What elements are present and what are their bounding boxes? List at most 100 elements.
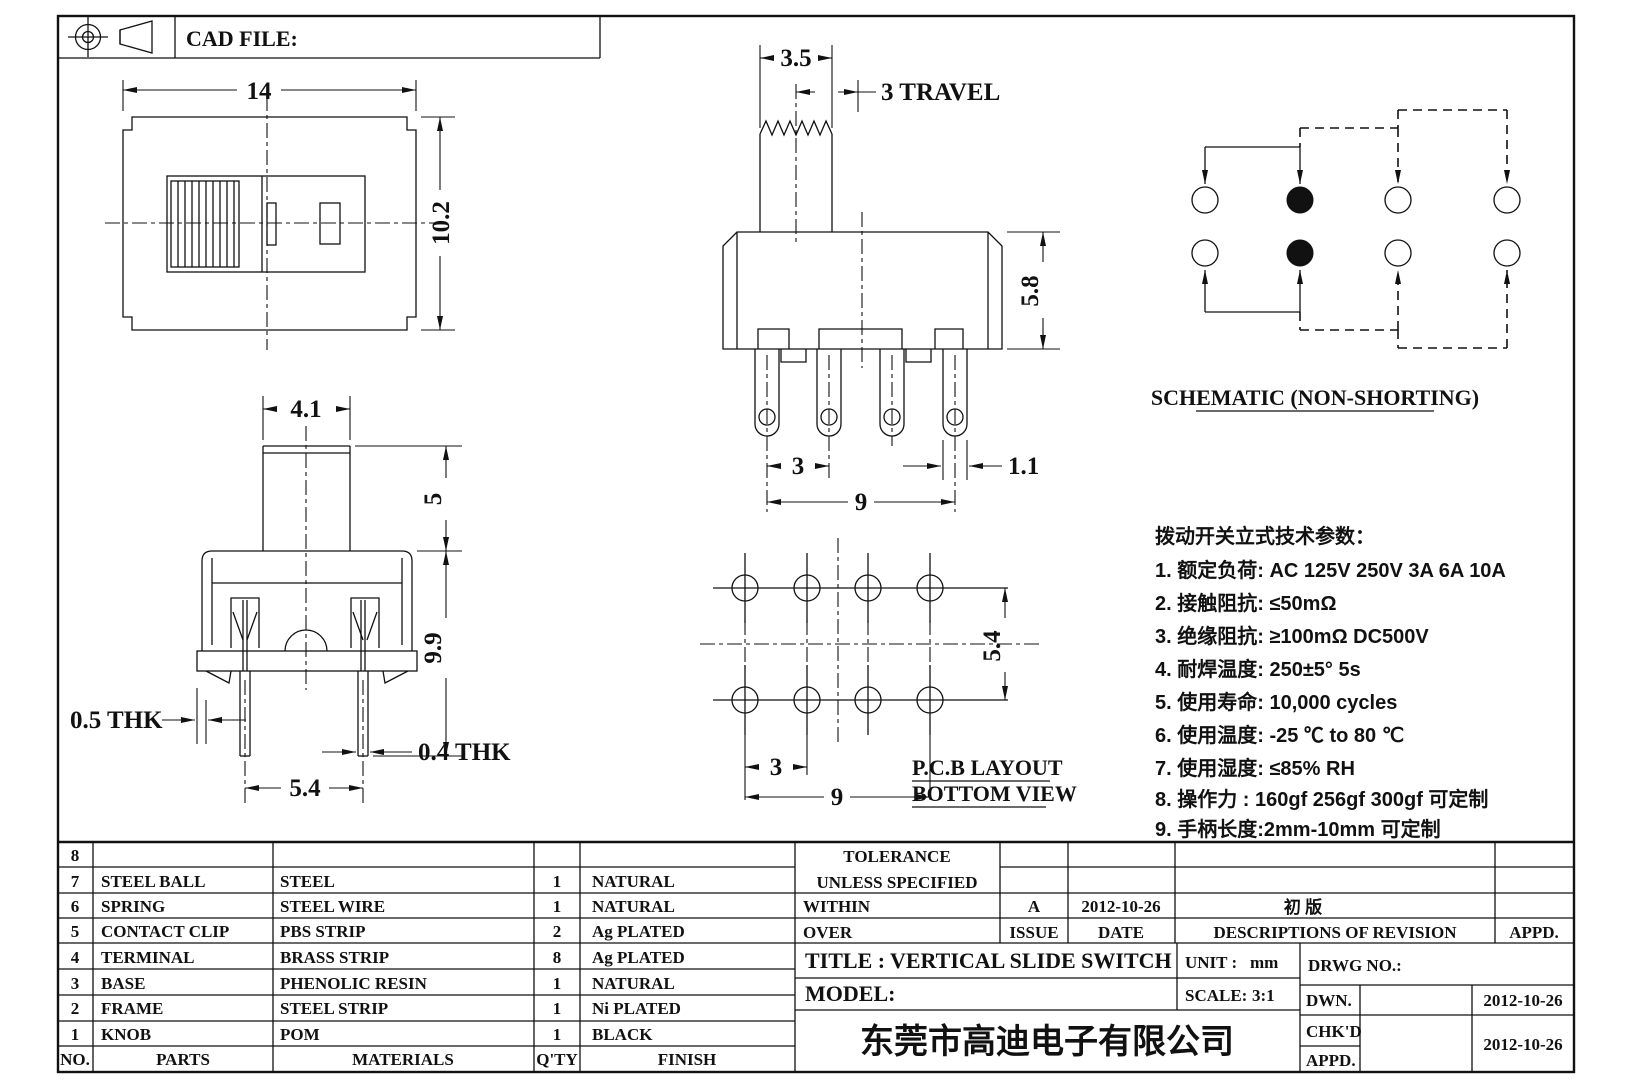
chkd-label: CHK'D: [1306, 1022, 1362, 1041]
dwn-date: 2012-10-26: [1483, 991, 1562, 1010]
part-finish: Ni PLATED: [592, 999, 681, 1018]
tolerance-line1: TOLERANCE: [843, 847, 950, 866]
spec-item-8: 8. 操作力 : 160gf 256gf 300gf 可定制: [1155, 787, 1488, 811]
page-border: [56, 14, 1576, 1074]
spec-item-5: 5. 使用寿命: 10,000 cycles: [1155, 690, 1397, 714]
dim-side-pitch: 5.4: [289, 775, 321, 802]
dim-front-pin-width: 1.1: [1008, 453, 1039, 480]
part-no: 5: [71, 922, 80, 941]
issue-column-label: ISSUE: [1009, 923, 1058, 942]
table-grid: [58, 840, 1574, 1072]
spec-item-9: 9. 手柄长度:2mm-10mm 可定制: [1155, 817, 1441, 841]
part-qty: 8: [553, 948, 562, 967]
part-name: STEEL BALL: [101, 872, 205, 891]
cad-file-label: CAD FILE:: [186, 26, 298, 51]
spec-item-2: 2. 接触阻抗: ≤50mΩ: [1155, 591, 1337, 615]
revision-description-value: 初 版: [1284, 897, 1322, 917]
unit-value: mm: [1250, 953, 1278, 972]
header-no: NO.: [60, 1050, 90, 1069]
dim-side-stem-width: 4.1: [290, 396, 321, 423]
front-view: 3.5 3 TRAVEL 5.8 3 1.1 9: [722, 45, 1060, 516]
header-qty: Q'TY: [536, 1050, 578, 1069]
scale-label: SCALE:: [1185, 986, 1247, 1005]
part-material: STEEL WIRE: [280, 897, 385, 916]
revision-issue-value: A: [1028, 897, 1041, 916]
revision-date-value: 2012-10-26: [1081, 897, 1160, 916]
part-material: STEEL STRIP: [280, 999, 388, 1018]
part-no: 2: [71, 999, 80, 1018]
dim-side-frame-thk: 0.5 THK: [70, 707, 163, 734]
schematic-view: SCHEMATIC (NON-SHORTING): [1151, 109, 1521, 412]
dim-pcb-span: 9: [831, 784, 844, 811]
side-view: 4.1 5 9.9 0.5 THK 0.4 THK 5.4: [70, 396, 511, 805]
part-finish: NATURAL: [592, 974, 675, 993]
part-no: 4: [71, 948, 80, 967]
tolerance-over-label: OVER: [803, 923, 853, 942]
header-finish: FINISH: [658, 1050, 717, 1069]
dim-top-width: 14: [247, 78, 273, 105]
dim-front-travel: 3 TRAVEL: [881, 79, 1000, 106]
spec-title: 拨动开关立式技术参数：: [1155, 524, 1375, 548]
dim-top-height: 10.2: [428, 201, 455, 245]
projection-symbol-icon: [68, 17, 153, 57]
top-view: 14 10.2: [105, 78, 455, 350]
part-finish: Ag PLATED: [592, 922, 685, 941]
part-qty: 2: [553, 922, 562, 941]
part-qty: 1: [553, 974, 562, 993]
part-no: 7: [71, 872, 80, 891]
part-material: PBS STRIP: [280, 922, 366, 941]
schematic-caption: SCHEMATIC (NON-SHORTING): [1151, 385, 1479, 410]
dim-side-stem-height: 5: [420, 493, 447, 506]
appd-column-label: APPD.: [1509, 923, 1559, 942]
part-name: CONTACT CLIP: [101, 922, 229, 941]
dwn-label: DWN.: [1306, 991, 1352, 1010]
spec-item-4: 4. 耐焊温度: 250±5° 5s: [1155, 657, 1361, 681]
tolerance-within-label: WITHIN: [803, 897, 871, 916]
part-no: 1: [71, 1025, 80, 1044]
dim-pcb-pitch: 3: [770, 754, 783, 781]
part-name: SPRING: [101, 897, 165, 916]
pcb-layout-view: 5.4 3 9 P.C.B LAYOUT BOTTOM VIEW: [700, 538, 1077, 811]
part-name: FRAME: [101, 999, 163, 1018]
part-qty: 1: [553, 897, 562, 916]
part-qty: 1: [553, 999, 562, 1018]
chkd-date: 2012-10-26: [1483, 1035, 1562, 1054]
spec-notes: 拨动开关立式技术参数： 1. 额定负荷: AC 125V 250V 3A 6A …: [1155, 524, 1506, 841]
part-qty: 1: [553, 1025, 562, 1044]
spec-item-1: 1. 额定负荷: AC 125V 250V 3A 6A 10A: [1155, 558, 1506, 582]
scale-value: 3:1: [1252, 986, 1275, 1005]
appd-row-label: APPD.: [1306, 1051, 1356, 1070]
part-material: POM: [280, 1025, 320, 1044]
dim-side-pin-thk: 0.4 THK: [418, 739, 511, 766]
header-parts: PARTS: [156, 1050, 210, 1069]
drwg-no-label: DRWG NO.:: [1308, 956, 1402, 975]
part-finish: Ag PLATED: [592, 948, 685, 967]
pcb-caption-line2: BOTTOM VIEW: [912, 781, 1077, 806]
title-block: TOLERANCE UNLESS SPECIFIED WITHIN OVER A…: [803, 847, 1563, 1070]
date-column-label: DATE: [1098, 923, 1144, 942]
title-value: VERTICAL SLIDE SWITCH: [890, 948, 1172, 973]
header-materials: MATERIALS: [352, 1050, 454, 1069]
pcb-caption-line1: P.C.B LAYOUT: [912, 755, 1063, 780]
part-finish: NATURAL: [592, 872, 675, 891]
spec-item-3: 3. 绝缘阻抗: ≥100mΩ DC500V: [1155, 624, 1429, 648]
part-finish: BLACK: [592, 1025, 653, 1044]
part-name: BASE: [101, 974, 145, 993]
part-material: PHENOLIC RESIN: [280, 974, 428, 993]
part-qty: 1: [553, 872, 562, 891]
model-label: MODEL:: [805, 981, 895, 1006]
dim-front-span: 9: [855, 489, 868, 516]
unit-label: UNIT :: [1185, 953, 1237, 972]
tolerance-line2: UNLESS SPECIFIED: [816, 873, 977, 892]
part-material: STEEL: [280, 872, 335, 891]
company-name: 东莞市高迪电子有限公司: [860, 1022, 1234, 1061]
title-label: TITLE :: [805, 948, 885, 973]
part-no: 6: [71, 897, 80, 916]
dim-front-stem: 3.5: [780, 45, 811, 72]
part-name: KNOB: [101, 1025, 151, 1044]
part-material: BRASS STRIP: [280, 948, 389, 967]
dim-side-height: 9.9: [420, 632, 447, 663]
spec-item-6: 6. 使用温度: -25 ℃ to 80 ℃: [1155, 723, 1404, 747]
